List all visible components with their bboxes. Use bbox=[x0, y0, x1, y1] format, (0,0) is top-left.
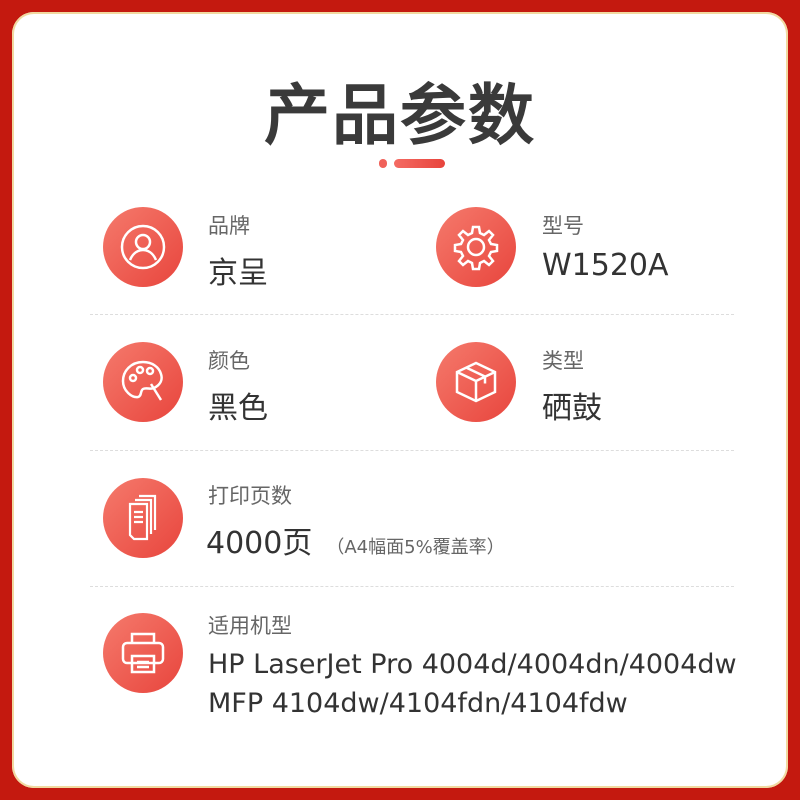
title-decoration-dot bbox=[379, 159, 387, 168]
printer-icon bbox=[103, 613, 183, 693]
type-label: 类型 bbox=[542, 349, 584, 373]
pages-label: 打印页数 bbox=[208, 484, 292, 508]
pages-value: 4000页 bbox=[206, 526, 313, 561]
divider bbox=[90, 450, 734, 451]
gear-icon bbox=[436, 207, 516, 287]
brand-label: 品牌 bbox=[208, 214, 250, 238]
box-icon bbox=[436, 342, 516, 422]
divider bbox=[90, 314, 734, 315]
color-value: 黑色 bbox=[208, 391, 268, 426]
title-decoration-bar bbox=[394, 159, 445, 168]
compat-line-1: HP LaserJet Pro 4004d/4004dn/4004dw bbox=[208, 649, 737, 680]
documents-icon bbox=[103, 478, 183, 558]
brand-value: 京呈 bbox=[208, 256, 268, 291]
page-title: 产品参数 bbox=[264, 77, 536, 154]
compat-line-2: MFP 4104dw/4104fdn/4104fdw bbox=[208, 688, 628, 719]
palette-icon bbox=[103, 342, 183, 422]
divider bbox=[90, 586, 734, 587]
pages-note: （A4幅面5%覆盖率） bbox=[326, 537, 505, 558]
model-value: W1520A bbox=[542, 248, 669, 283]
model-label: 型号 bbox=[542, 214, 584, 238]
spec-card: 产品参数 品牌 京呈 型号 W1520A 颜色 黑色 类型 硒鼓 打印页数 40… bbox=[12, 12, 788, 788]
color-label: 颜色 bbox=[208, 349, 250, 373]
compat-label: 适用机型 bbox=[208, 614, 292, 638]
user-icon bbox=[103, 207, 183, 287]
type-value: 硒鼓 bbox=[542, 391, 602, 426]
pages-value-row: 4000页 （A4幅面5%覆盖率） bbox=[206, 518, 505, 562]
